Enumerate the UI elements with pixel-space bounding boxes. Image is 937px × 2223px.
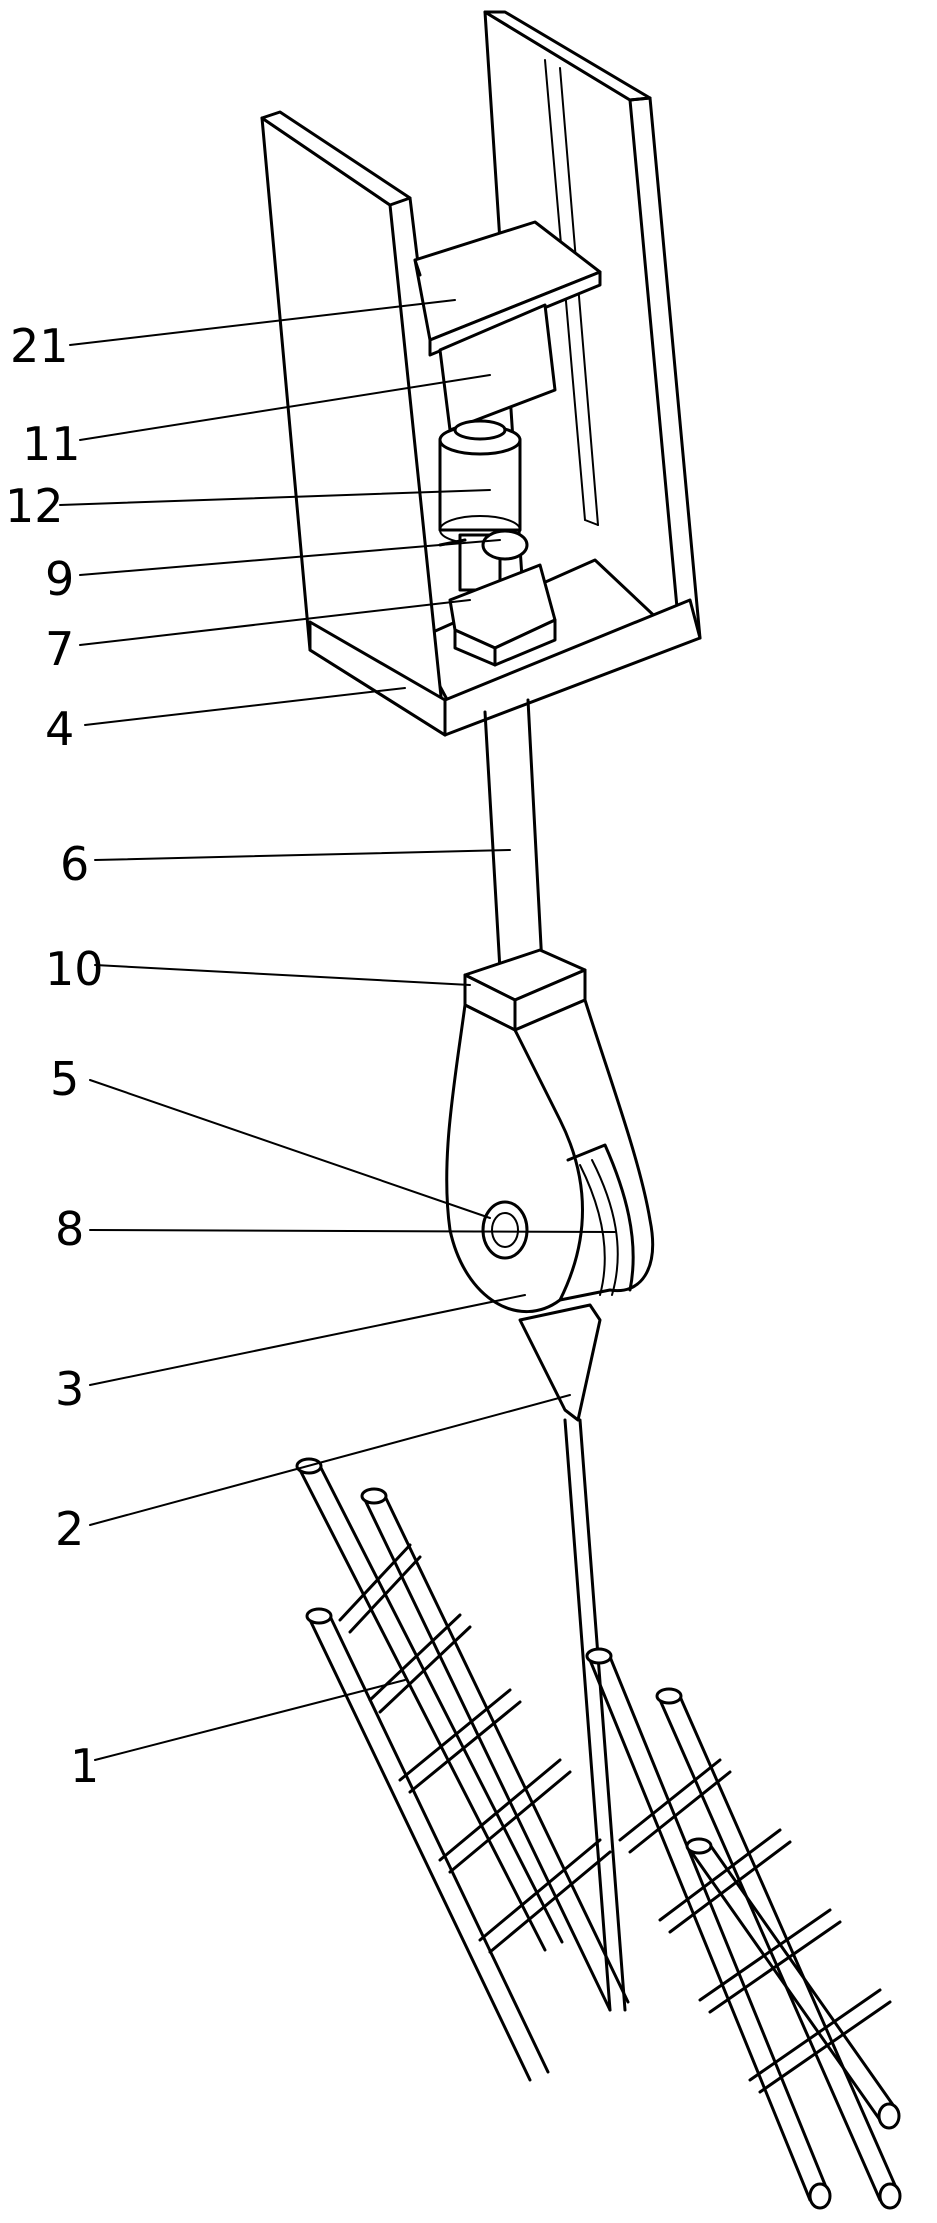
label-12: 12 [5, 479, 64, 533]
leader-9 [79, 539, 501, 576]
leader-1 [94, 1679, 406, 1761]
label-9: 9 [45, 552, 74, 606]
label-6: 6 [60, 837, 89, 891]
label-3: 3 [55, 1362, 84, 1416]
shaft-9 [438, 529, 529, 592]
label-21: 21 [10, 319, 69, 373]
reference-numerals: 21 11 12 9 7 4 6 10 5 8 3 2 1 [5, 319, 104, 1793]
clevis-3 [445, 998, 655, 1313]
label-5: 5 [50, 1052, 79, 1106]
plate-21 [413, 220, 602, 357]
label-8: 8 [55, 1202, 84, 1256]
leader-5 [89, 1079, 491, 1219]
base-block-7 [448, 563, 557, 667]
leader-8 [89, 1229, 616, 1233]
leader-12 [59, 489, 491, 506]
leader-10 [94, 964, 471, 986]
mesh-1 [295, 1457, 902, 2210]
label-10: 10 [45, 942, 104, 996]
cylinder-12 [438, 419, 522, 545]
frame-4 [260, 10, 702, 737]
leader-4 [84, 687, 406, 726]
block-11 [438, 303, 557, 432]
label-2: 2 [55, 1502, 84, 1556]
leader-6 [94, 849, 511, 861]
leader-lines [59, 299, 616, 1761]
block-10 [463, 948, 587, 1032]
label-7: 7 [45, 622, 74, 676]
rod-6 [483, 698, 544, 972]
leader-3 [89, 1294, 526, 1386]
leader-2 [89, 1394, 571, 1526]
leader-11 [79, 374, 491, 441]
strap-2 [518, 1303, 627, 2012]
leader-7 [79, 599, 471, 646]
leader-21 [69, 299, 456, 346]
label-1: 1 [70, 1739, 99, 1793]
label-4: 4 [45, 702, 74, 756]
label-11: 11 [22, 417, 81, 471]
